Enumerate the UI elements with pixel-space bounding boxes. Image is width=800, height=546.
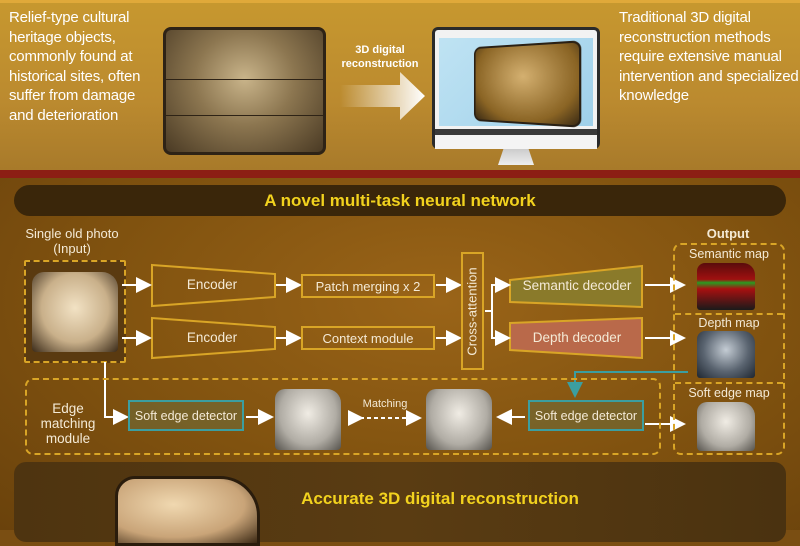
result-title: Accurate 3D digital reconstruction	[301, 489, 579, 508]
edge-matching-frame	[25, 378, 661, 455]
computer-monitor-icon	[432, 27, 600, 149]
encoder-1: Encoder	[186, 277, 238, 292]
cross-attention-box: Cross-attention	[461, 252, 484, 370]
depth-decoder: Depth decoder	[532, 330, 622, 345]
problem-text: Relief-type cultural heritage objects, c…	[9, 9, 141, 124]
patch-merging-box: Patch merging x 2	[301, 274, 435, 298]
encoder-1-shape	[151, 263, 276, 308]
diagram-shapes	[104, 263, 688, 432]
matching-label: Matching	[362, 398, 408, 410]
semantic-map-image	[697, 263, 755, 310]
semantic-decoder-shape	[509, 264, 643, 309]
reconstruction-image	[115, 476, 260, 546]
output-label: Output	[706, 226, 750, 241]
input-photo-frame	[24, 260, 126, 363]
semantic-decoder: Semantic decoder	[522, 278, 632, 293]
red-divider	[0, 170, 800, 178]
output-divider	[675, 313, 783, 315]
encoder-2-shape	[151, 316, 276, 360]
input-photo	[32, 272, 118, 352]
soft-edge-map-image	[697, 402, 755, 451]
semantic-map-label: Semantic map	[689, 247, 769, 261]
input-label: Single old photo (Input)	[25, 226, 119, 256]
top-arrow-icon	[340, 72, 425, 120]
relief-photo	[163, 27, 326, 155]
monitor-stand	[498, 149, 534, 165]
context-module-box: Context module	[301, 326, 435, 350]
traditional-methods-text: Traditional 3D digital reconstruction me…	[619, 9, 799, 104]
top-divider	[0, 0, 800, 3]
depth-map-label: Depth map	[698, 316, 760, 330]
cross-attention-label: Cross-attention	[465, 266, 480, 356]
soft-edge-map-label: Soft edge map	[688, 386, 770, 400]
network-title: A novel multi-task neural network	[14, 185, 786, 216]
soft-edge-detector-1: Soft edge detector	[128, 400, 244, 431]
arrow-label: 3D digital reconstruction	[341, 44, 419, 70]
soft-edge-detector-2: Soft edge detector	[528, 400, 644, 431]
output-divider	[675, 382, 783, 384]
edge-image-depth	[426, 389, 492, 450]
edge-matching-label: Edge matching module	[40, 401, 96, 446]
encoder-2: Encoder	[186, 330, 238, 345]
output-frame	[673, 243, 785, 455]
depth-map-image	[697, 331, 755, 378]
edge-image-input	[275, 389, 341, 450]
